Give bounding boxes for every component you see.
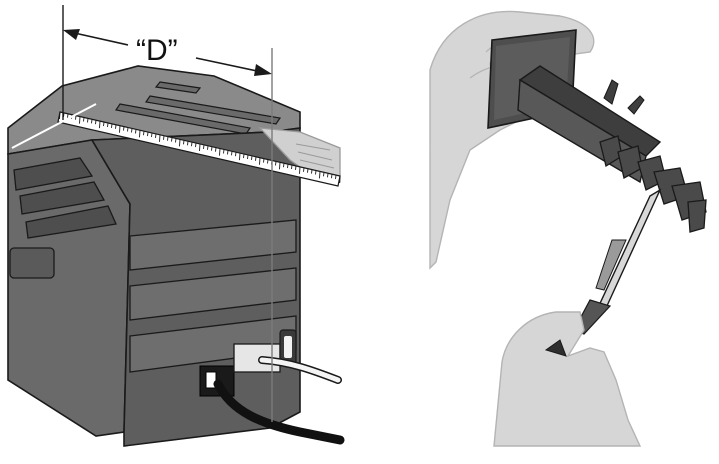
tape-tick xyxy=(163,135,165,140)
comb-teeth xyxy=(599,135,707,233)
tape-tick xyxy=(107,122,109,128)
tape-tick xyxy=(135,129,137,134)
tape-tick xyxy=(223,149,225,154)
tape-tick xyxy=(67,113,69,118)
tape-tick xyxy=(199,143,201,152)
tape-tick xyxy=(295,165,297,170)
tape-tick xyxy=(251,155,253,160)
tape-tick xyxy=(247,154,249,160)
tape-tick xyxy=(299,166,301,174)
tape-tick xyxy=(219,148,221,156)
dimension-arrowhead-right xyxy=(254,64,272,76)
tape-tick xyxy=(91,119,93,124)
printer-rear-grooves xyxy=(129,219,297,373)
hand-fingers xyxy=(295,143,335,169)
dimension-arrow-left-line xyxy=(69,31,129,46)
tape-tick xyxy=(319,171,321,179)
tape-tick xyxy=(259,157,261,165)
tape-tick xyxy=(291,164,293,170)
dimension-arrowhead-left xyxy=(63,29,80,40)
tape-tick xyxy=(287,164,289,169)
rear-latch-highlight xyxy=(284,336,292,358)
ruler-icon xyxy=(57,111,341,187)
lower-hand-grip xyxy=(544,339,567,357)
tweezers-icon xyxy=(573,188,662,335)
tape-tick xyxy=(255,156,257,161)
printer-side-handle xyxy=(9,247,55,279)
tape-tick xyxy=(239,153,241,161)
tape-tick xyxy=(87,118,89,123)
tape-tick xyxy=(203,144,205,149)
tape-tick xyxy=(115,124,117,129)
tape-tick xyxy=(227,150,229,155)
tape-tick xyxy=(119,125,121,133)
tape-tick xyxy=(191,142,193,147)
power-cord-icon xyxy=(213,379,345,445)
cleaning-illustration xyxy=(429,10,707,447)
dimension-label: “D” xyxy=(136,34,178,67)
tape-tick xyxy=(215,147,217,152)
tape-tick xyxy=(303,167,305,172)
tape-tick xyxy=(139,130,141,138)
tape-tick xyxy=(231,151,233,156)
tape-tick xyxy=(327,173,329,178)
tape-tick xyxy=(123,126,125,131)
tape-tick xyxy=(179,139,181,147)
tape-tick xyxy=(207,145,209,150)
tape-tick xyxy=(235,152,237,157)
reference-line-left xyxy=(11,103,97,149)
tape-tick xyxy=(279,162,281,170)
tape-tick xyxy=(127,127,129,132)
tape-tick xyxy=(311,169,313,174)
tape-tick xyxy=(79,116,81,124)
tape-tick xyxy=(151,132,153,138)
tape-tick xyxy=(99,121,101,129)
printer-illustration: “D” xyxy=(7,5,345,447)
tape-tick xyxy=(243,154,245,159)
arm-pin-2 xyxy=(627,95,645,115)
tape-tick xyxy=(339,175,341,184)
tape-tick xyxy=(59,111,61,120)
tape-tick xyxy=(275,161,277,166)
printer-left-vents xyxy=(13,157,117,239)
tape-tick xyxy=(267,159,269,164)
tape-tick xyxy=(131,128,133,133)
tape-tick xyxy=(159,134,161,142)
tape-tick xyxy=(323,172,325,177)
tape-tick xyxy=(143,131,145,136)
dimension-arrow-right-line xyxy=(195,57,263,73)
tape-tick xyxy=(111,123,113,128)
tape-tick xyxy=(187,141,189,146)
tape-tick xyxy=(95,120,97,125)
tape-tick xyxy=(211,146,213,151)
tape-tick xyxy=(167,136,169,141)
tape-tick xyxy=(175,138,177,143)
tape-tick xyxy=(75,115,77,120)
tape-tick xyxy=(307,168,309,173)
tape-tick xyxy=(263,158,265,163)
tape-tick xyxy=(315,170,317,175)
tape-tick xyxy=(195,143,197,148)
tape-tick xyxy=(331,174,333,179)
tape-tick xyxy=(183,140,185,145)
signal-cable-core xyxy=(259,357,341,383)
tape-tick xyxy=(155,133,157,138)
tape-tick xyxy=(147,132,149,137)
tape-tick xyxy=(103,122,105,127)
tape-tick xyxy=(83,117,85,122)
arm-pin-1 xyxy=(603,79,619,105)
lower-hand xyxy=(493,311,642,447)
tape-tick xyxy=(335,175,337,180)
tape-tick xyxy=(283,163,285,168)
tape-tick xyxy=(171,137,173,142)
